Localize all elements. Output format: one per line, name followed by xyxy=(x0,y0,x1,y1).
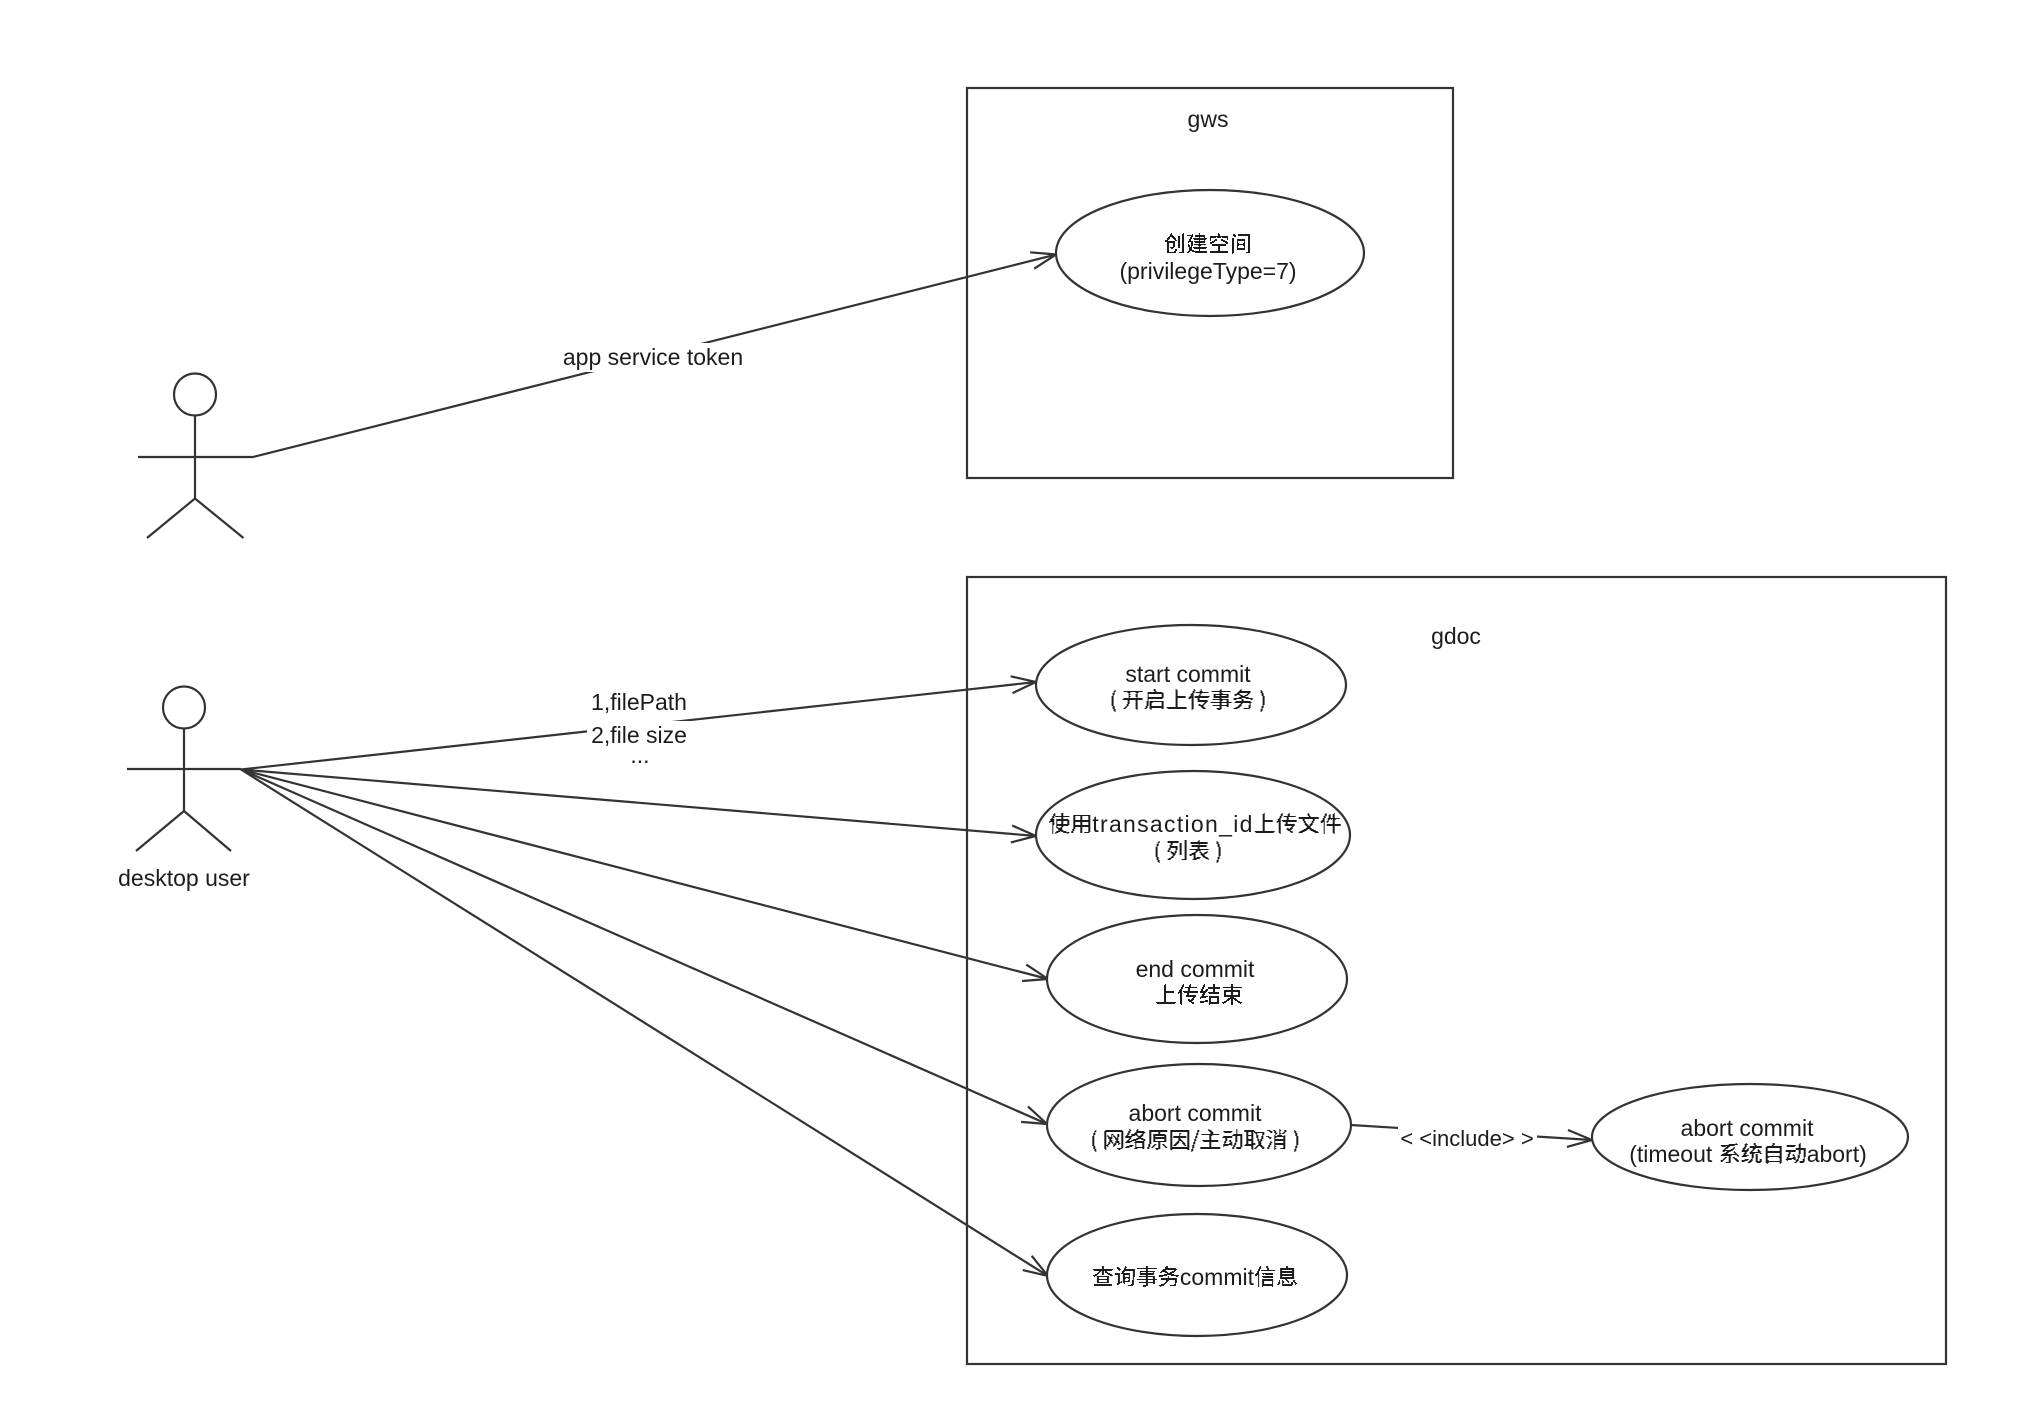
svg-text:1,filePath: 1,filePath xyxy=(591,689,687,715)
svg-text:transaction_id: transaction_id xyxy=(1092,811,1253,837)
svg-text:abort): abort) xyxy=(1807,1141,1867,1167)
svg-text:commit: commit xyxy=(1180,1264,1255,1290)
svg-text:< <include> >: < <include> > xyxy=(1400,1126,1533,1151)
svg-text:abort commit: abort commit xyxy=(1129,1100,1263,1126)
svg-text:end commit: end commit xyxy=(1136,956,1255,982)
svg-text:...: ... xyxy=(630,742,649,768)
svg-text:2,file size: 2,file size xyxy=(591,722,687,748)
svg-text:desktop user: desktop user xyxy=(118,865,250,891)
svg-text:(timeout: (timeout xyxy=(1629,1141,1713,1167)
svg-text:(privilegeType=7): (privilegeType=7) xyxy=(1119,258,1296,284)
svg-text:abort commit: abort commit xyxy=(1681,1115,1815,1141)
svg-text:start commit: start commit xyxy=(1125,661,1251,687)
svg-text:gdoc: gdoc xyxy=(1431,623,1481,649)
svg-text:gws: gws xyxy=(1188,106,1229,132)
svg-text:app service token: app service token xyxy=(563,344,743,370)
